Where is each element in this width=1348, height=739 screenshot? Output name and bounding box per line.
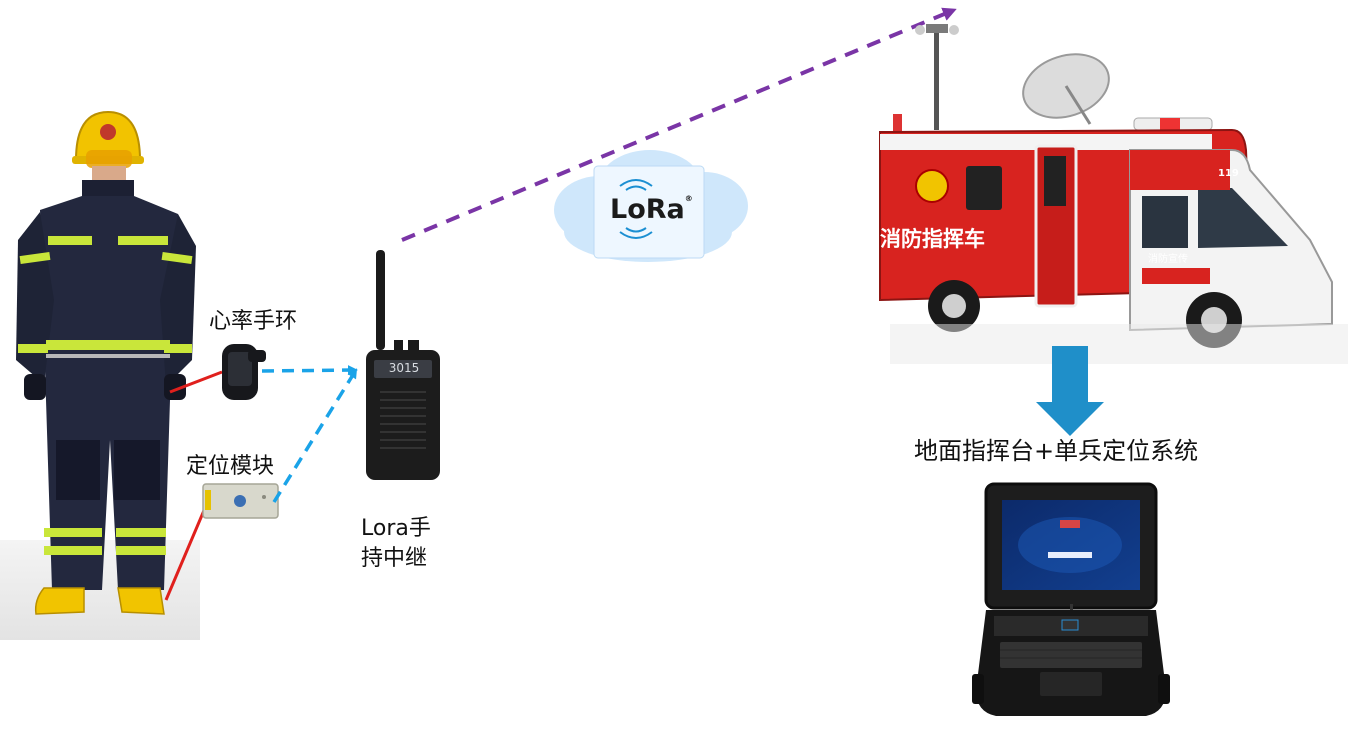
vehicle-roof-number: 119: [1218, 168, 1239, 179]
band-to-relay-arrow: [261, 365, 358, 376]
positioning-module-device: [202, 483, 279, 519]
vehicle-side-text: 消防指挥车: [880, 227, 985, 251]
positioning-module-label: 定位模块: [186, 454, 275, 479]
lora-cloud: [554, 150, 748, 262]
ground-system-label: 地面指挥台+单兵定位系统: [914, 437, 1199, 465]
down-arrow: [1036, 346, 1104, 436]
lora-relay-label-line2: 持中继: [361, 546, 428, 571]
band-wire: [169, 370, 223, 394]
lora-logo-text: LoRa: [610, 194, 685, 225]
ground-command-console: [972, 482, 1170, 716]
lora-trademark: ®: [684, 194, 693, 203]
lora-signal-icon: [619, 179, 653, 239]
vehicle-door-text: 消防宣传: [1148, 252, 1188, 265]
radio-display-number: 3015: [388, 361, 420, 375]
module-wire: [164, 507, 207, 601]
lora-handheld-radio: [366, 250, 440, 480]
module-to-relay-arrow: [272, 368, 358, 503]
svg-text:消防指挥车: 消防指挥车: [880, 227, 985, 251]
heart-rate-band-label: 心率手环: [209, 309, 298, 334]
lora-relay-label-line1: Lora手: [361, 516, 431, 541]
lora-logo: LoRa®: [610, 194, 693, 225]
relay-to-vehicle-arrow: [401, 7, 957, 242]
command-vehicle: [879, 24, 1348, 364]
heart-rate-band-device: [222, 344, 266, 400]
firefighter-figure: [0, 110, 200, 640]
lora-relay-label: Lora手 持中继: [361, 514, 431, 574]
